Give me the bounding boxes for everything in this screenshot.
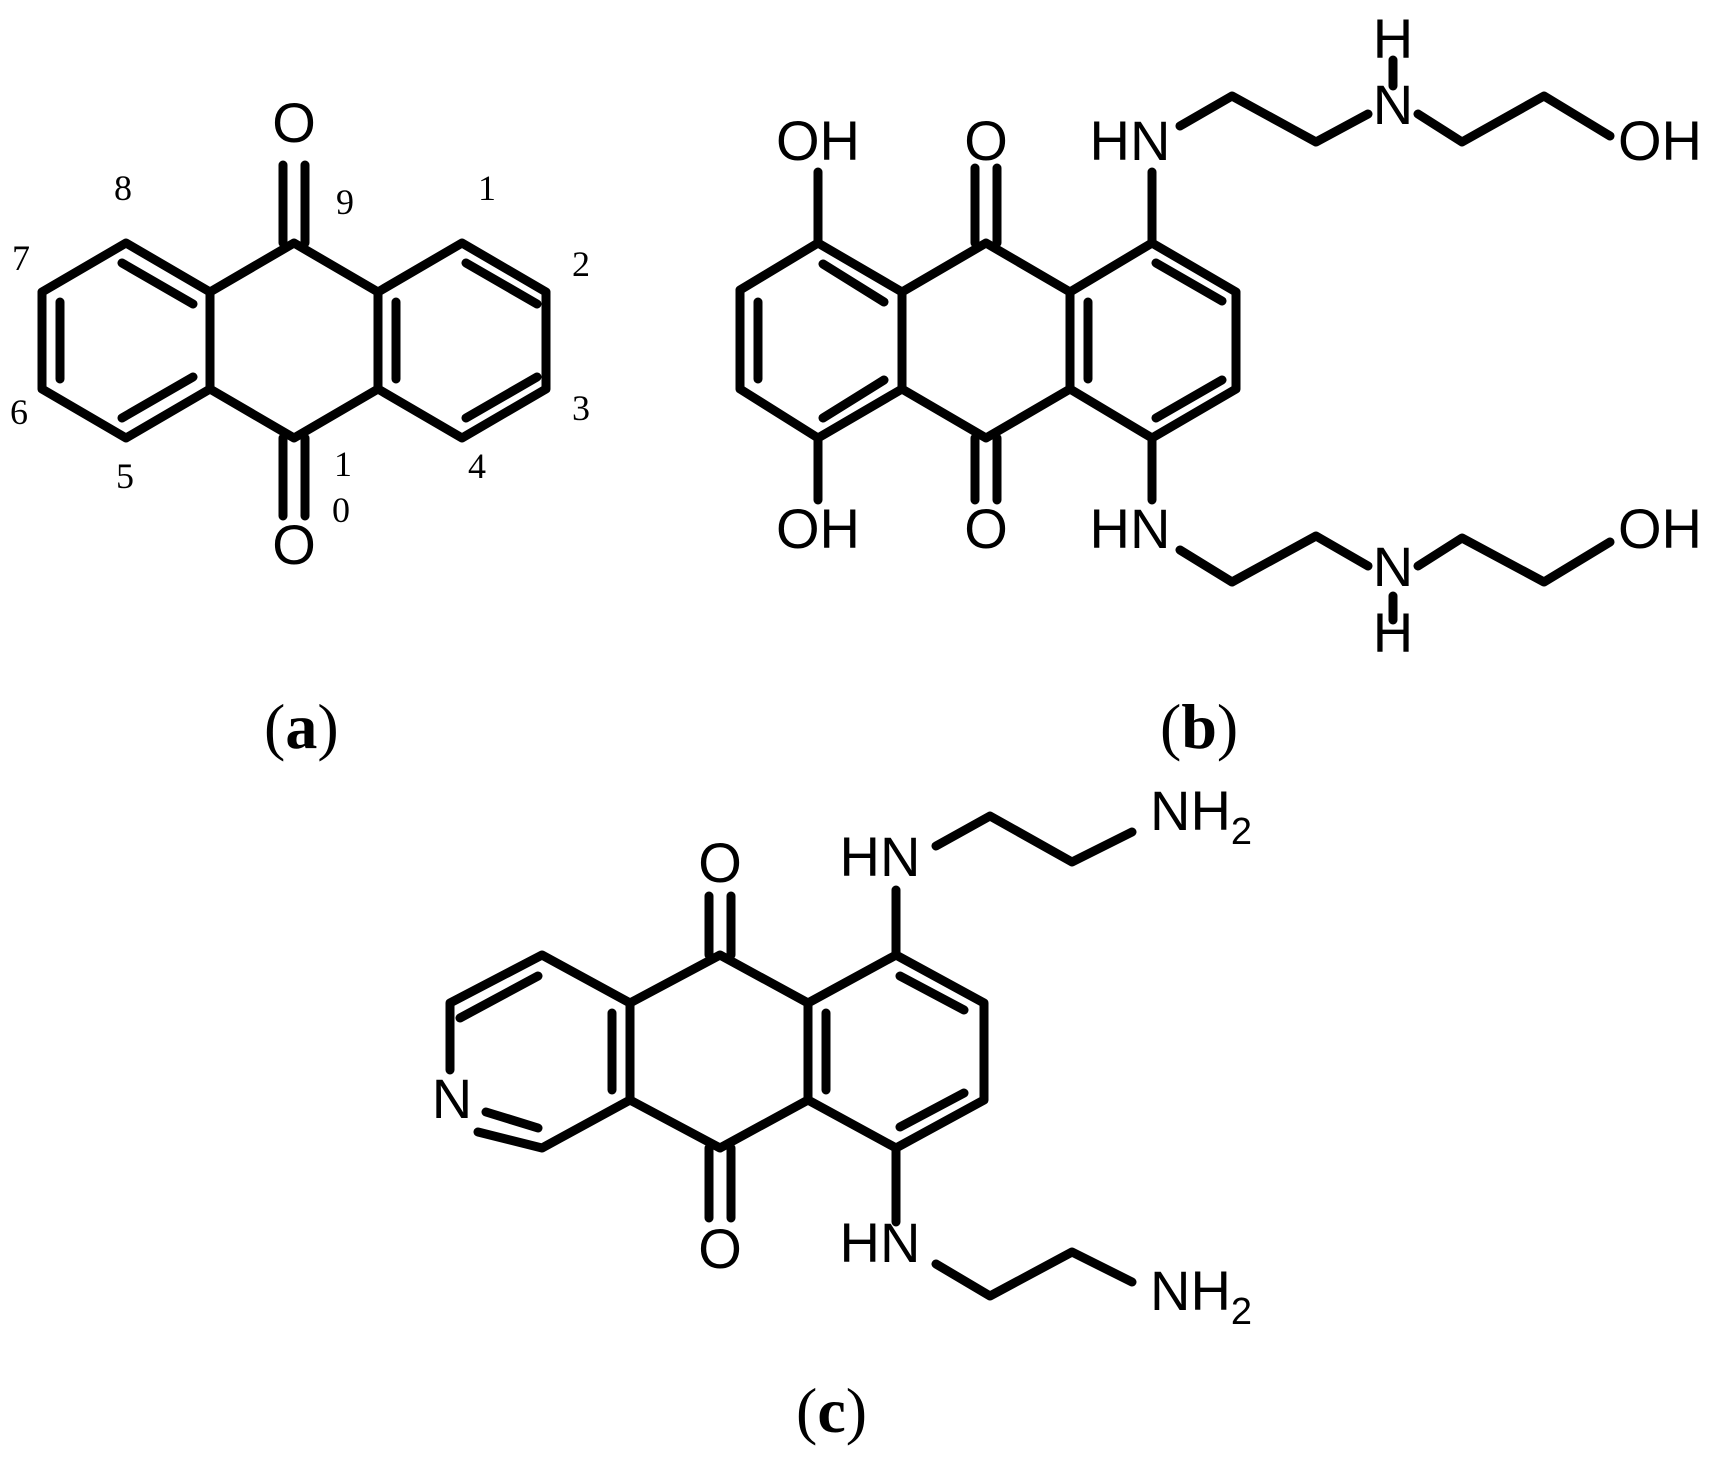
structure-b: OH OH O O HN HN N H N H OH OH (b) — [735, 7, 1702, 762]
position-6: 6 — [10, 392, 28, 432]
bond-a-left-ring — [37, 238, 215, 443]
atom-b-oh-bottom-right: OH — [1618, 497, 1702, 560]
atom-c-hn-bottom: HN — [840, 1211, 921, 1274]
atom-b-n-top: N — [1373, 73, 1413, 136]
bond-b-chain-bottom — [1147, 433, 1615, 587]
atom-b-oh-bottom-left: OH — [776, 497, 860, 560]
panel-label-a-close: ) — [317, 691, 338, 762]
atom-b-hn-top: HN — [1090, 109, 1171, 172]
bond-c-chain-top — [891, 811, 1137, 960]
panel-label-c-letter: c — [817, 1375, 845, 1446]
atom-b-oxygen-bottom: O — [964, 497, 1008, 560]
bond-a-left-ring-inner — [55, 258, 198, 423]
panel-label-b-letter: b — [1181, 691, 1217, 762]
atom-a-oxygen-top: O — [272, 91, 316, 154]
position-8: 8 — [114, 168, 132, 208]
structure-a-position-numbers: 1 2 3 4 5 6 7 8 9 1 0 — [10, 168, 590, 530]
structure-a: O O 1 2 3 4 5 6 7 8 9 1 0 (a) — [10, 91, 590, 762]
position-7: 7 — [12, 238, 30, 278]
position-4: 4 — [468, 446, 486, 486]
panel-label-b: (b) — [1160, 691, 1238, 762]
atom-c-ring-nitrogen: N — [432, 1067, 472, 1130]
bond-c-chain-bottom — [891, 1143, 1137, 1301]
panel-label-b-open: ( — [1160, 691, 1181, 762]
bond-c-pyridine-ring — [445, 950, 635, 1153]
atom-b-n-bottom: N — [1373, 535, 1413, 598]
atom-c-hn-top: HN — [840, 825, 921, 888]
position-9: 9 — [336, 182, 354, 222]
panel-label-c-close: ) — [846, 1375, 867, 1446]
position-5: 5 — [116, 456, 134, 496]
atom-c-oxygen-bottom: O — [698, 1217, 742, 1280]
position-1: 1 — [478, 168, 496, 208]
atom-c-nh2-bottom-label: NH — [1150, 1259, 1231, 1322]
atom-b-oh-top-left: OH — [776, 109, 860, 172]
atom-c-nh2-bottom: NH2 — [1150, 1259, 1252, 1333]
atom-c-nh2-bottom-subscript: 2 — [1231, 1291, 1252, 1333]
bond-c-right-ring — [803, 950, 989, 1153]
bond-b-carbonyl-bottom — [970, 433, 1002, 505]
bond-b-chain-top — [1147, 91, 1615, 248]
bond-b-right-ring — [1065, 238, 1241, 443]
bond-a-right-ring-inner — [391, 258, 542, 423]
atom-c-nh2-top-label: NH — [1150, 779, 1231, 842]
position-10-second-digit: 0 — [332, 490, 350, 530]
atom-c-oxygen-top: O — [698, 831, 742, 894]
bond-b-right-ring-inner — [1083, 258, 1227, 423]
panel-label-a-letter: a — [285, 691, 317, 762]
atom-c-nh2-top: NH2 — [1150, 779, 1252, 853]
bond-b-left-ring — [735, 238, 907, 443]
panel-label-c: (c) — [796, 1375, 867, 1446]
bond-b-carbonyl-top — [970, 163, 1002, 248]
atom-b-h-bottom: H — [1373, 601, 1413, 664]
bond-b-left-ring-inner — [753, 259, 889, 423]
atom-b-oxygen-top: O — [964, 109, 1008, 172]
bond-a-carbonyl-bottom — [278, 433, 310, 521]
atom-b-oh-top-right: OH — [1618, 109, 1702, 172]
bond-c-carbonyl-top — [704, 891, 736, 960]
position-10-first-digit: 1 — [334, 444, 352, 484]
bond-a-right-ring — [373, 238, 551, 443]
structure-b-bonds — [735, 55, 1615, 625]
panel-label-c-open: ( — [796, 1375, 817, 1446]
panel-label-a: (a) — [264, 691, 339, 762]
atom-b-h-top: H — [1373, 7, 1413, 70]
atom-a-oxygen-bottom: O — [272, 513, 316, 576]
position-2: 2 — [572, 244, 590, 284]
bond-a-carbonyl-top — [278, 160, 310, 248]
position-3: 3 — [572, 388, 590, 428]
bond-c-carbonyl-bottom — [704, 1143, 736, 1223]
bond-b-central-ring — [897, 238, 1075, 443]
bond-c-central-ring — [625, 950, 813, 1153]
atom-b-hn-bottom: HN — [1090, 497, 1171, 560]
structure-c-bonds — [445, 811, 1137, 1301]
atom-c-nh2-top-subscript: 2 — [1231, 811, 1252, 853]
bond-c-pyridine-inner — [455, 971, 543, 1133]
panel-label-a-open: ( — [264, 691, 285, 762]
bond-a-central-ring — [205, 238, 383, 443]
panel-label-b-close: ) — [1217, 691, 1238, 762]
bond-c-right-ring-inner — [821, 971, 969, 1132]
structure-c: O O N HN HN NH2 NH2 (c) — [432, 779, 1252, 1446]
structure-a-bonds — [37, 160, 551, 521]
